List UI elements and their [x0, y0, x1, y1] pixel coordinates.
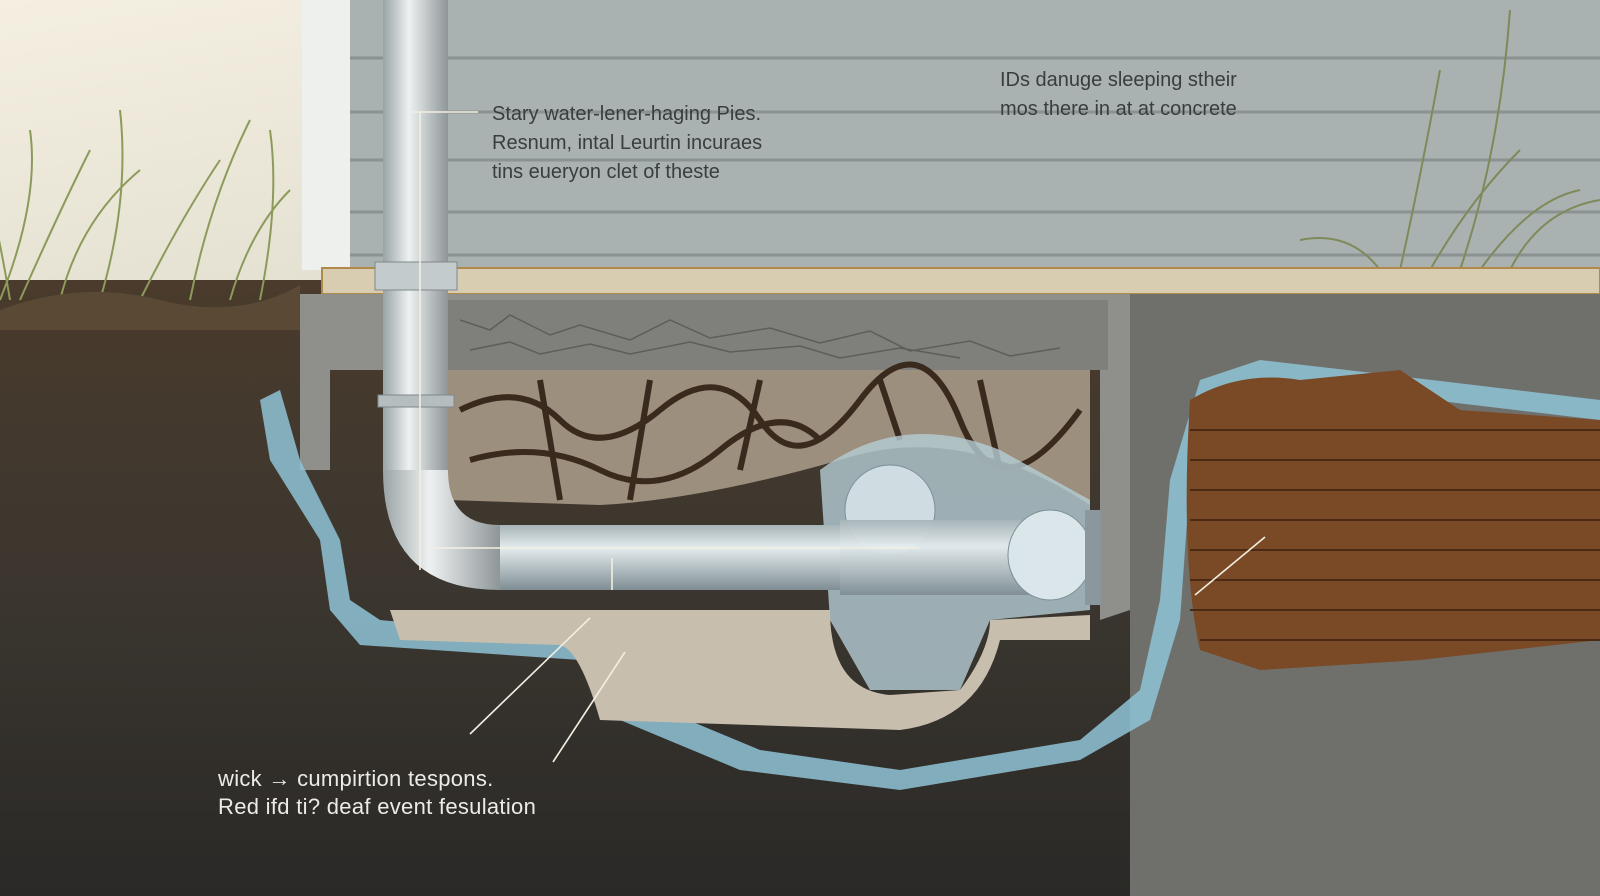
pipe-callout-line-3: tins eueryon clet of theste: [492, 161, 720, 183]
drain-pipe: [374, 0, 1101, 605]
grass-right: [1299, 9, 1600, 271]
pipe-callout-line-1: Stary water-lener-haging Pies.: [492, 103, 762, 125]
wall-callout-line-1: IDs danuge sleeping stheir: [1000, 69, 1237, 91]
pipe-callout: Stary water-lener-haging Pies. Resnum, i…: [492, 100, 762, 187]
soil-callout: wick → cumpirtion tespons. Red ifd ti? d…: [218, 765, 536, 821]
soil-callout-line-2: Red ifd ti? deaf event fesulation: [218, 794, 537, 819]
wall-siding: [350, 0, 1600, 270]
footing: [390, 610, 1090, 730]
grass-left: [0, 109, 291, 301]
pipe-callout-line-2: Resnum, intal Leurtin incuraes: [492, 132, 763, 154]
sill-ledge: [321, 267, 1600, 295]
callout-lines: [412, 111, 1266, 763]
soil-callout-line-1: wick → cumpirtion tespons.: [218, 766, 494, 791]
wall-callout-line-2: mos there in at at concrete: [1000, 98, 1237, 120]
corner-trim: [302, 0, 350, 270]
wall-callout: IDs danuge sleeping stheir mos there in …: [1000, 66, 1237, 124]
